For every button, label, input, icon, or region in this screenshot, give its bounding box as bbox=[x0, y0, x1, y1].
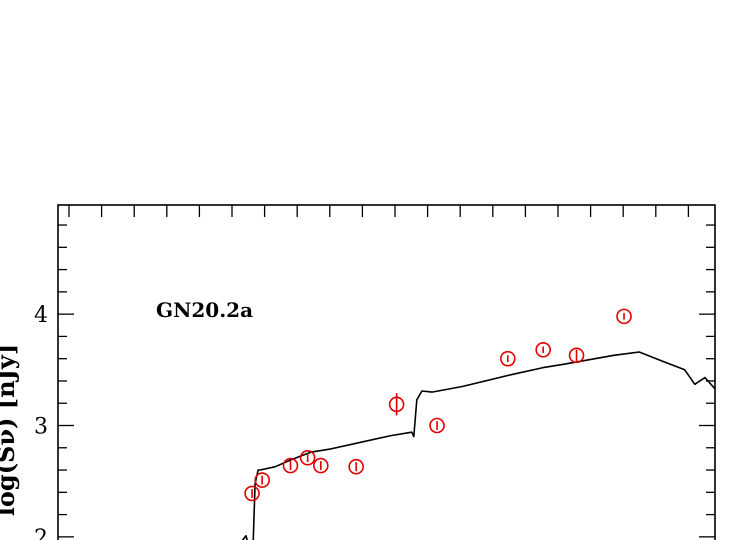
data-point bbox=[388, 393, 405, 416]
data-point bbox=[348, 458, 364, 475]
y-tick-label: 3 bbox=[34, 415, 48, 440]
data-point-marker bbox=[282, 457, 299, 474]
source-name-label: GN20.2a bbox=[156, 298, 253, 322]
data-point-marker bbox=[244, 485, 260, 502]
model-spectrum bbox=[241, 351, 716, 540]
data-point-marker bbox=[568, 347, 585, 364]
data-point-marker bbox=[254, 472, 270, 488]
data-point-marker bbox=[499, 350, 516, 367]
data-point bbox=[616, 308, 632, 325]
data-point bbox=[244, 485, 260, 502]
y-tick-label: 4 bbox=[34, 303, 48, 328]
data-point bbox=[282, 457, 299, 474]
photometry-points bbox=[244, 308, 632, 502]
y-tick-label: 2 bbox=[34, 526, 48, 540]
data-point-marker bbox=[299, 449, 316, 466]
data-point-marker bbox=[616, 308, 632, 325]
data-point bbox=[312, 457, 329, 474]
data-point-marker bbox=[535, 341, 551, 358]
data-point-marker bbox=[312, 457, 329, 474]
data-point bbox=[254, 472, 270, 488]
data-point bbox=[535, 341, 551, 358]
data-point-marker bbox=[429, 417, 445, 434]
plot-frame: 2 3 4 bbox=[34, 204, 716, 540]
model-line bbox=[241, 351, 716, 540]
data-point bbox=[429, 417, 445, 434]
data-point-marker bbox=[348, 458, 364, 475]
data-point bbox=[568, 347, 585, 364]
data-point bbox=[299, 449, 316, 466]
data-point bbox=[499, 350, 516, 367]
y-axis-label: log(Sν) [nJy] bbox=[0, 344, 20, 516]
plot-border bbox=[57, 204, 716, 540]
